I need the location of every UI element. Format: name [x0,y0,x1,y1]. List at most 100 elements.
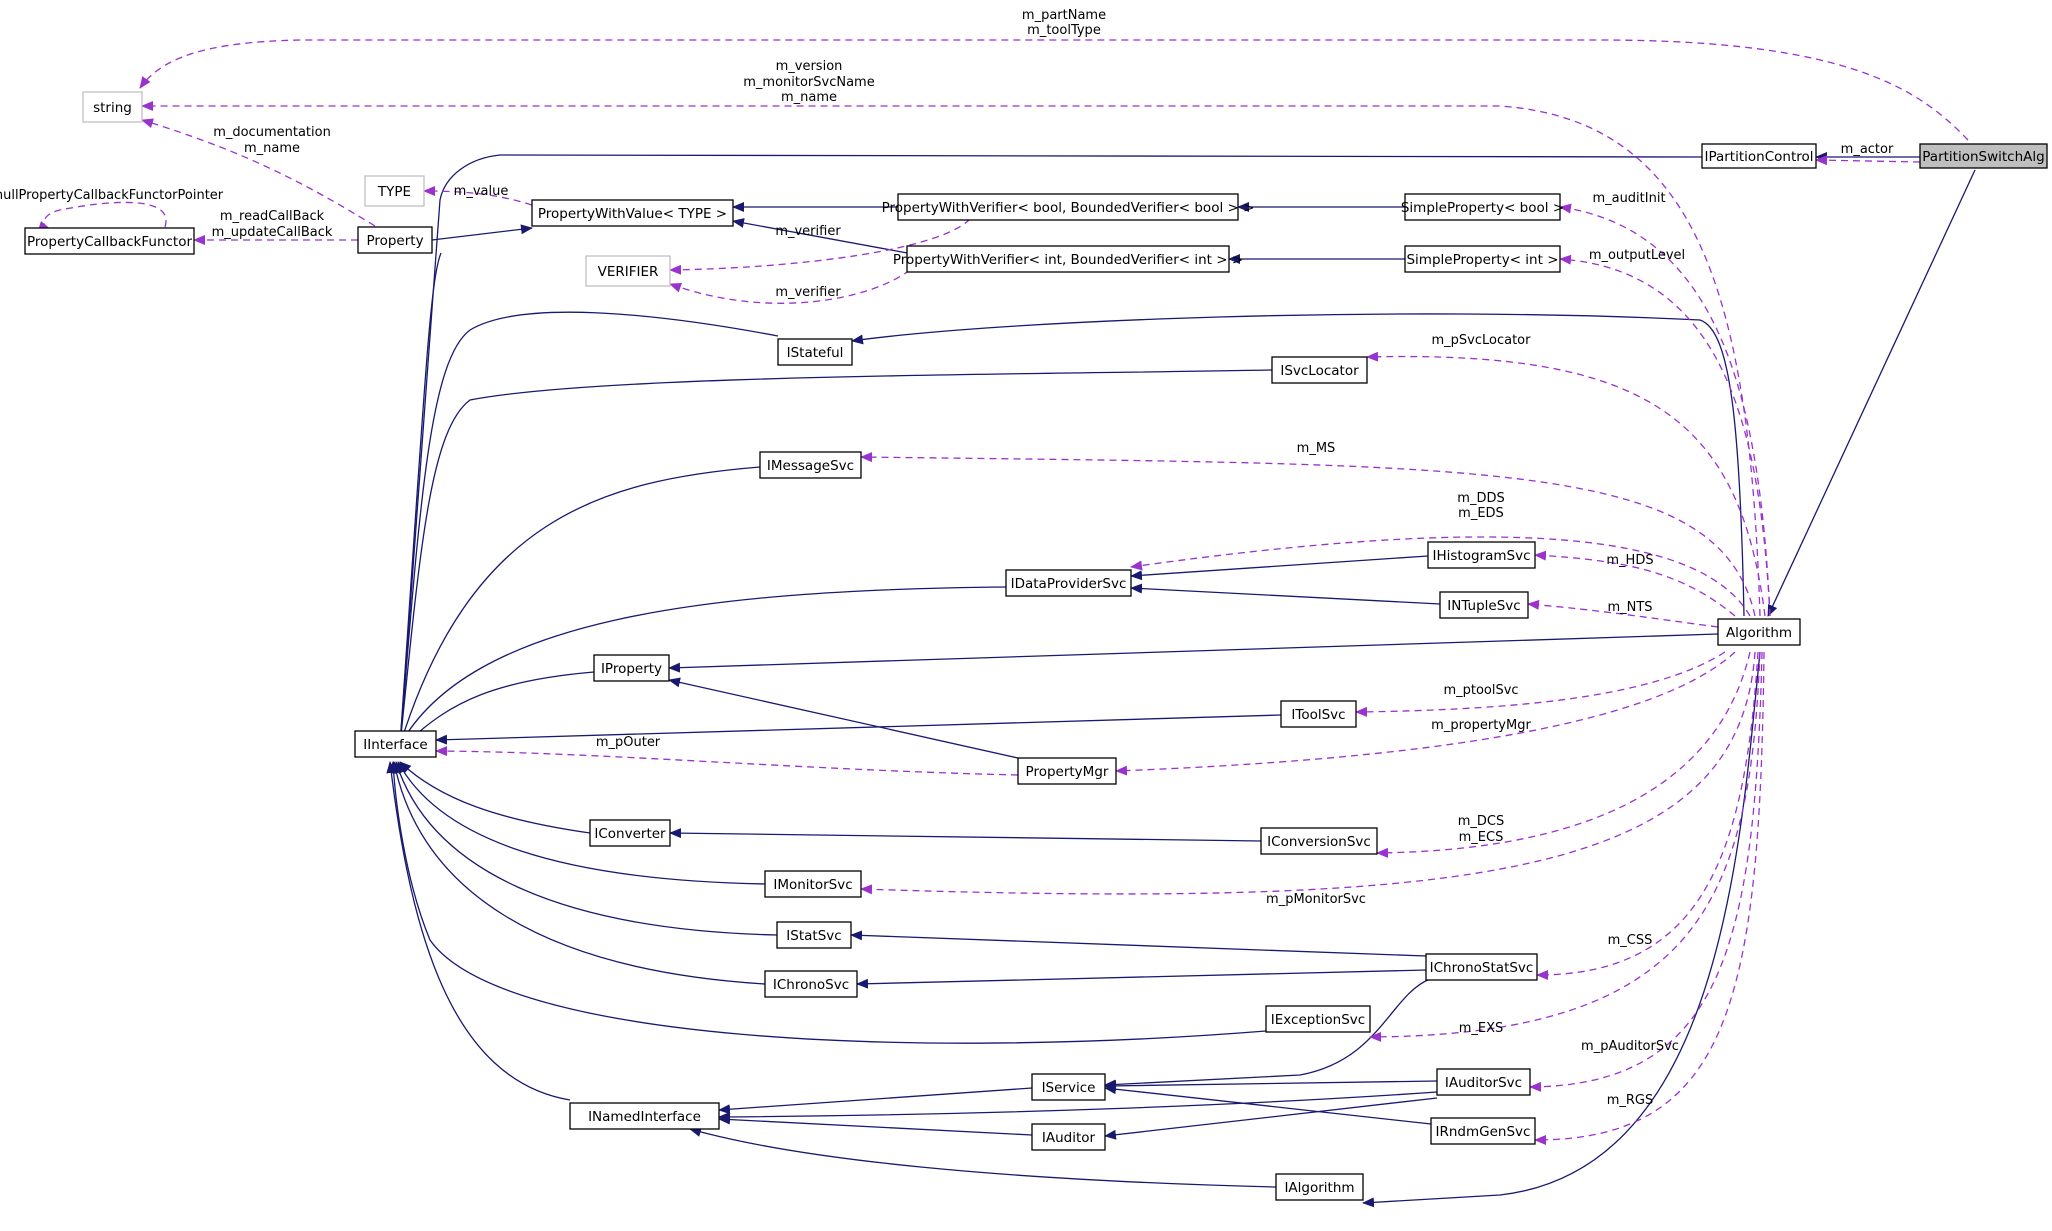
edge-itoolsvc-to-iinterface [435,714,1282,745]
svg-text:PropertyWithVerifier< int, Bou: PropertyWithVerifier< int, BoundedVerifi… [893,252,1243,268]
svg-text:PropertyMgr: PropertyMgr [1026,764,1109,780]
edge-label-m-partname: m_partName [1022,8,1106,23]
edge-partitionswitchalg-to-algorithm [1767,169,1976,617]
edge-istateful-to-iinterface [395,311,779,746]
node-itoolsvc[interactable]: IToolSvc [1280,700,1357,728]
node-algorithm[interactable]: Algorithm [1717,618,1801,646]
node-istateful[interactable]: IStateful [777,338,853,366]
node-iauditorsvc[interactable]: IAuditorSvc [1436,1068,1531,1096]
edge-property-uses-string [141,118,376,227]
node-propertymgr[interactable]: PropertyMgr [1017,757,1117,785]
node-verifier[interactable]: VERIFIER [585,255,671,287]
edge-algorithm-uses-imessagesvc [860,452,1756,617]
node-inamedinterface[interactable]: INamedInterface [569,1102,720,1130]
edge-pwvint-uses-verifier [669,269,911,304]
edge-label-nullpropertycallbackfunctorpointer: nullPropertyCallbackFunctorPointer [0,188,224,203]
svg-text:IPartitionControl: IPartitionControl [1704,149,1813,165]
edge-pwvint-to-propertywithvalue [732,218,941,260]
node-iproperty[interactable]: IProperty [593,654,670,682]
svg-text:IConversionSvc: IConversionSvc [1267,834,1371,850]
node-partitionswitchalg[interactable]: PartitionSwitchAlg [1919,143,2048,169]
node-iinterface[interactable]: IInterface [354,730,437,758]
svg-text:IConverter: IConverter [594,826,666,842]
node-irndmgensvc[interactable]: IRndmGenSvc [1430,1117,1536,1145]
edge-algorithm-uses-iauditorsvc [1529,651,1763,1092]
svg-text:IAlgorithm: IAlgorithm [1284,1180,1354,1196]
node-imonitorsvc[interactable]: IMonitorSvc [764,870,862,898]
edge-label-m-ecs: m_ECS [1459,830,1504,845]
edge-algorithm-uses-itoolsvc [1355,651,1726,717]
edge-imonitorsvc-to-iinterface [397,761,766,885]
svg-text:Algorithm: Algorithm [1726,625,1792,641]
node-ialgorithm[interactable]: IAlgorithm [1275,1173,1364,1201]
edge-label-m-name-top: m_name [781,90,837,105]
edge-label-m-version: m_version [776,59,843,74]
svg-text:IService: IService [1042,1080,1096,1096]
edge-label-m-updatecallback: m_updateCallBack [212,225,333,240]
svg-text:INTupleSvc: INTupleSvc [1447,598,1520,614]
node-simpleproperty-int[interactable]: SimpleProperty< int > [1404,245,1561,273]
node-iconversionsvc[interactable]: IConversionSvc [1260,827,1378,855]
edge-label-m-readcallback: m_readCallBack [220,209,325,224]
edge-ipartitioncontrol-uses-partitionswitchalg [1815,155,1921,166]
edge-ihistogramsvc-to-idataprovidersvc [1130,555,1429,581]
svg-text:PropertyWithVerifier< bool, Bo: PropertyWithVerifier< bool, BoundedVerif… [882,200,1255,216]
node-iauditor[interactable]: IAuditor [1031,1123,1106,1151]
svg-text:IExceptionSvc: IExceptionSvc [1271,1012,1365,1028]
edge-algorithm-uses-ihistogramsvc [1534,550,1736,617]
svg-text:IHistogramSvc: IHistogramSvc [1433,548,1531,564]
node-propertycallbackfunctor[interactable]: PropertyCallbackFunctor [24,227,195,255]
node-simpleproperty-bool[interactable]: SimpleProperty< bool > [1401,193,1564,221]
node-property[interactable]: Property [357,226,433,254]
node-ihistogramsvc[interactable]: IHistogramSvc [1427,541,1536,569]
svg-text:IStatSvc: IStatSvc [786,928,841,944]
node-isvclocator[interactable]: ISvcLocator [1271,356,1368,384]
node-iservice[interactable]: IService [1031,1073,1106,1101]
edge-iconversionsvc-to-iconverter [669,828,1262,842]
edge-algorithm-uses-propertymgr [1115,651,1736,776]
node-ichronosvc[interactable]: IChronoSvc [764,970,858,998]
node-iconverter[interactable]: IConverter [589,819,671,847]
svg-text:VERIFIER: VERIFIER [598,264,659,280]
node-pwv-int[interactable]: PropertyWithVerifier< int, BoundedVerifi… [893,245,1243,273]
node-imessagesvc[interactable]: IMessageSvc [759,451,862,479]
edge-label-m-pouter: m_pOuter [596,735,661,750]
node-ichronostatsvc[interactable]: IChronoStatSvc [1425,953,1538,981]
inheritance-edges [386,152,1976,1208]
edge-istatsvc-to-iinterface [394,761,778,936]
node-pwv-bool[interactable]: PropertyWithVerifier< bool, BoundedVerif… [882,193,1255,221]
node-type[interactable]: TYPE [364,175,425,207]
edge-label-m-tooltype: m_toolType [1027,23,1101,38]
edge-label-m-actor: m_actor [1841,142,1894,157]
edge-property-to-propertywithvalue [431,224,533,241]
edge-iauditorsvc-to-inamedinterface [718,1091,1438,1122]
edge-pwvbool-uses-verifier [669,218,971,275]
svg-text:IMessageSvc: IMessageSvc [767,458,854,474]
edge-ipartitioncontrol-to-iinterface [395,154,1703,746]
svg-text:IStateful: IStateful [787,345,844,361]
svg-text:PropertyCallbackFunctor: PropertyCallbackFunctor [27,234,193,250]
node-ipartitioncontrol[interactable]: IPartitionControl [1701,143,1817,169]
edge-algorithm-uses-isvclocator [1366,351,1766,617]
edge-inamedinterface-to-iinterface [386,761,571,1101]
edge-ichronostatsvc-to-iservice [1104,978,1431,1090]
edge-label-m-dds: m_DDS [1457,491,1504,506]
node-iexceptionsvc[interactable]: IExceptionSvc [1265,1005,1371,1033]
node-string[interactable]: string [82,91,143,123]
edge-label-m-hds: m_HDS [1606,553,1653,568]
node-propertywithvalue[interactable]: PropertyWithValue< TYPE > [531,199,734,227]
nodes: PartitionSwitchAlg IPartitionControl str… [24,91,2048,1201]
edge-iauditor-to-inamedinterface [718,1114,1033,1136]
node-intuplesvc[interactable]: INTupleSvc [1439,591,1529,619]
edge-propertywithvalue-uses-type [423,186,533,206]
edge-label-m-documentation: m_documentation [213,125,331,140]
svg-text:SimpleProperty< int >: SimpleProperty< int > [1406,252,1558,268]
node-idataprovidersvc[interactable]: IDataProviderSvc [1005,569,1132,597]
edge-label-m-auditinit: m_auditInit [1592,191,1665,206]
edge-label-m-ptoolsvc: m_ptoolSvc [1443,683,1518,698]
edge-label-m-rgs: m_RGS [1607,1093,1654,1108]
edge-isvclocator-to-iinterface [396,369,1273,746]
node-istatsvc[interactable]: IStatSvc [776,921,852,949]
edge-ialgorithm-to-inamedinterface [689,1127,1277,1188]
